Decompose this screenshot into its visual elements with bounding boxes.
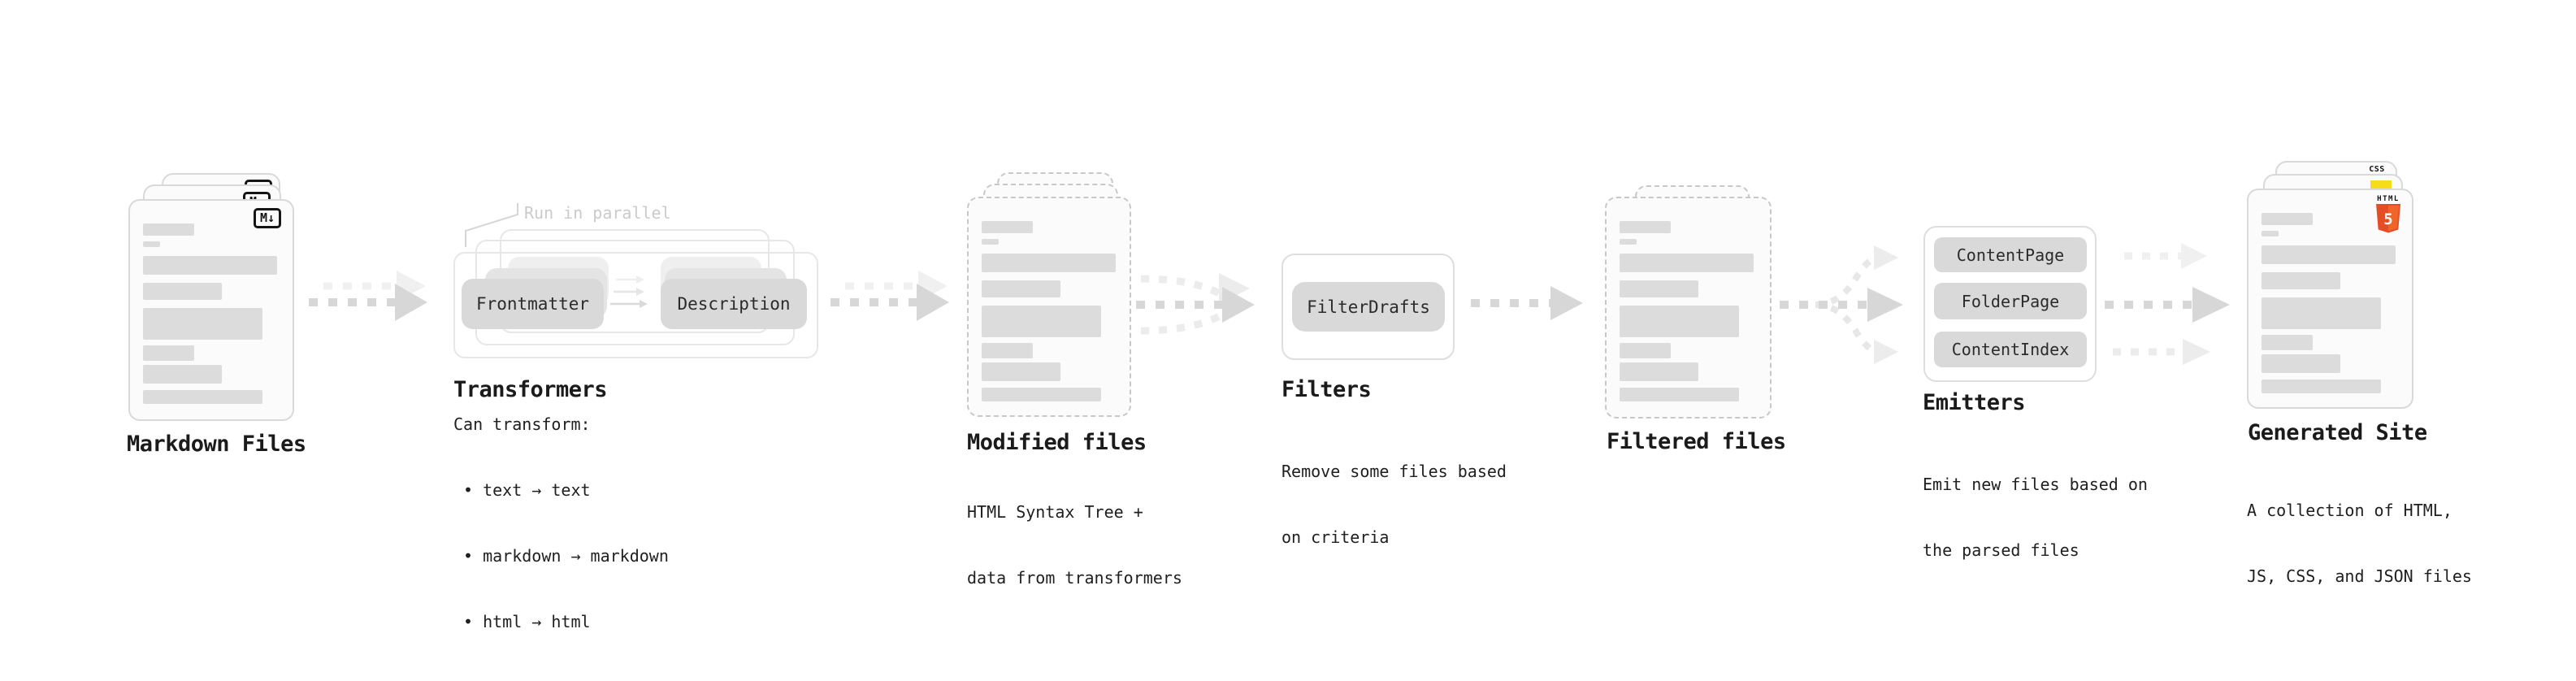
doc-line	[982, 254, 1116, 272]
doc-line	[1620, 254, 1754, 272]
doc-line	[1620, 239, 1637, 245]
arrow-modified-to-filters-merge	[1136, 273, 1255, 335]
doc-line	[143, 223, 194, 236]
doc-line	[982, 343, 1033, 358]
description-line: Remove some files based	[1281, 462, 1507, 481]
modified-file-card-front	[967, 197, 1131, 417]
document-content-placeholder	[143, 223, 280, 404]
arrow-markdown-to-transformers	[309, 271, 427, 321]
doc-line	[1620, 362, 1698, 381]
arrow-emitters-to-generated	[2105, 243, 2230, 365]
stage-title-transformers: Transformers	[453, 377, 608, 402]
doc-line	[1620, 343, 1671, 358]
doc-line	[143, 283, 222, 300]
doc-line	[143, 241, 160, 247]
doc-line	[1620, 306, 1739, 337]
doc-line	[2262, 272, 2340, 289]
doc-line	[2262, 231, 2279, 236]
emitters-description: Emit new files based on the parsed files	[1923, 430, 2148, 605]
doc-line	[982, 280, 1060, 297]
description-line: data from transformers	[967, 568, 1182, 588]
bullet-item: • markdown → markdown	[463, 546, 669, 566]
description-line: HTML Syntax Tree +	[967, 502, 1143, 522]
filters-description: Remove some files based on criteria	[1281, 417, 1507, 592]
doc-line	[143, 256, 277, 275]
svg-text:5: 5	[2383, 210, 2392, 228]
doc-line	[2262, 380, 2381, 393]
bullet-item: • html → html	[463, 612, 591, 631]
doc-line	[982, 221, 1033, 233]
doc-line	[2262, 213, 2313, 225]
stage-title-filtered-files: Filtered files	[1607, 429, 1786, 454]
stage-title-filters: Filters	[1281, 377, 1372, 402]
html5-icon-label: HTML	[2377, 195, 2400, 203]
doc-line	[2262, 354, 2340, 373]
markdown-file-card-front: M↓	[128, 199, 294, 421]
description-line: on criteria	[1281, 527, 1390, 547]
arrow-filters-to-filtered	[1471, 286, 1583, 320]
description-line: A collection of HTML,	[2247, 501, 2452, 520]
doc-line	[1620, 388, 1739, 401]
html5-icon: HTML 5	[2373, 195, 2404, 236]
generated-html-file-card: HTML 5	[2247, 189, 2413, 409]
doc-line	[2262, 297, 2381, 329]
doc-line	[2262, 245, 2396, 264]
doc-line	[982, 388, 1101, 401]
doc-line	[143, 390, 262, 404]
doc-line	[982, 239, 999, 245]
transformers-bullet-list: • text → text • markdown → markdown • ht…	[463, 436, 669, 677]
modified-files-description: HTML Syntax Tree + data from transformer…	[967, 458, 1182, 633]
frontmatter-chip: Frontmatter	[462, 279, 604, 329]
stage-title-emitters: Emitters	[1923, 390, 2026, 415]
transformer-box-front	[453, 252, 818, 358]
bullet-item: • text → text	[463, 480, 591, 500]
html5-shield: 5	[2376, 203, 2400, 233]
folderpage-chip: FolderPage	[1934, 283, 2087, 319]
stage-title-modified-files: Modified files	[967, 430, 1147, 455]
description-chip: Description	[661, 279, 807, 329]
description-line: JS, CSS, and JSON files	[2247, 566, 2472, 586]
doc-line	[1620, 280, 1698, 297]
contentpage-chip: ContentPage	[1934, 237, 2087, 272]
description-line: the parsed files	[1923, 540, 2079, 560]
doc-line	[2262, 335, 2313, 350]
doc-line	[982, 362, 1060, 381]
arrow-transformers-to-modified	[830, 271, 949, 321]
document-content-placeholder	[2262, 213, 2399, 393]
generated-site-description: A collection of HTML, JS, CSS, and JSON …	[2247, 456, 2472, 631]
stage-title-markdown-files: Markdown Files	[127, 432, 306, 457]
description-line: Emit new files based on	[1923, 475, 2148, 494]
doc-line	[143, 345, 194, 361]
doc-line	[1620, 221, 1671, 233]
document-content-placeholder	[1620, 221, 1757, 401]
stage-title-generated-site: Generated Site	[2248, 420, 2427, 445]
run-in-parallel-callout-line	[465, 203, 518, 247]
parallel-arrows-icon	[610, 275, 648, 308]
contentindex-chip: ContentIndex	[1934, 332, 2087, 367]
filtered-file-card-front	[1605, 197, 1772, 419]
markdown-icon: M↓	[253, 208, 281, 228]
document-content-placeholder	[982, 221, 1117, 401]
transformers-description-heading: Can transform:	[453, 414, 591, 434]
doc-line	[143, 365, 222, 384]
filterdrafts-chip: FilterDrafts	[1292, 282, 1445, 332]
css-icon-label: CSS	[2369, 165, 2385, 174]
doc-line	[982, 306, 1101, 337]
run-in-parallel-note: Run in parallel	[524, 203, 671, 223]
doc-line	[143, 308, 262, 340]
arrow-filtered-to-emitters-diverge	[1780, 245, 1903, 364]
